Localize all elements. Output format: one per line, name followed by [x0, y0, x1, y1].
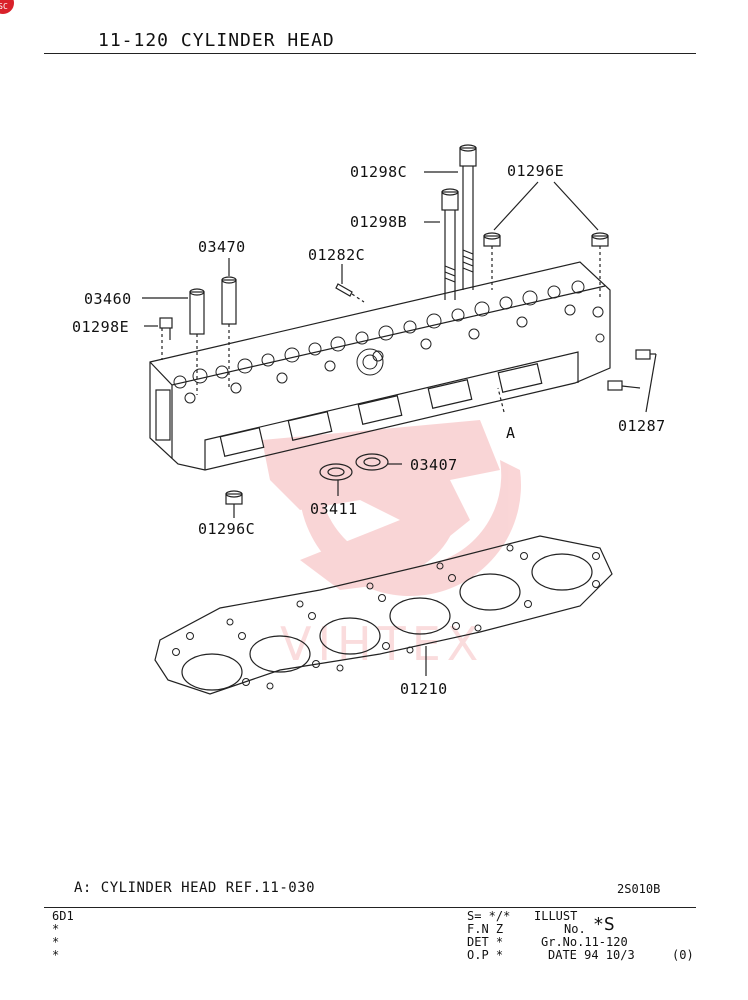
footer-mark: *	[52, 948, 60, 962]
footer-s: S= */*	[467, 909, 511, 923]
footer-model: 6D1	[52, 909, 74, 923]
label-01298E: 01298E	[72, 318, 130, 336]
label-01298B: 01298B	[350, 213, 408, 231]
seal-03411	[319, 463, 353, 481]
label-01282C: 01282C	[308, 246, 366, 264]
label-01210: 01210	[400, 680, 448, 698]
label-01287: 01287	[618, 417, 666, 435]
head-gasket-01210	[154, 535, 613, 695]
plug-01296E-left	[483, 232, 501, 290]
label-a: A	[506, 424, 516, 442]
footer-illust-label: ILLUST	[534, 909, 578, 923]
drawing-code: 2S010B	[617, 882, 661, 896]
footer-mark: *	[52, 922, 60, 936]
reference-note: A: CYLINDER HEAD REF.11-030	[74, 880, 316, 896]
watermark-text: VIHTEX	[280, 617, 484, 671]
plug-01296E-right	[591, 232, 609, 300]
seal-03407	[355, 453, 389, 471]
bolt-01298E	[159, 317, 173, 360]
label-01296E: 01296E	[507, 162, 565, 180]
footer-det: DET *	[467, 935, 504, 949]
header-rule	[44, 53, 696, 54]
label-03460: 03460	[84, 290, 132, 308]
valve-guide-03460	[189, 288, 205, 395]
bolt-01298B	[441, 188, 459, 300]
cylinder-head-block	[149, 261, 611, 471]
watermark-logo	[262, 420, 522, 597]
footer-op: O.P *	[467, 948, 504, 962]
label-03470: 03470	[198, 238, 246, 256]
footer-rev: (0)	[672, 948, 694, 962]
corner-badge: SC	[0, 0, 14, 14]
stud-01282C	[335, 283, 365, 303]
plug-01296C	[225, 490, 243, 505]
dowel-01287-bottom	[607, 380, 623, 391]
page-title: 11-120 CYLINDER HEAD	[98, 30, 335, 51]
valve-guide-03470	[221, 276, 237, 390]
footer-fnz: F.N Z	[467, 922, 504, 936]
footer-rule	[44, 907, 696, 908]
label-01298C: 01298C	[350, 163, 408, 181]
label-03407: 03407	[410, 456, 458, 474]
bolt-01298C	[459, 144, 477, 290]
footer-gr-no: Gr.No.11-120	[541, 935, 628, 949]
dowel-01287-top	[635, 349, 651, 360]
label-01296C: 01296C	[198, 520, 256, 538]
footer-mark: *	[52, 935, 60, 949]
footer-date: DATE 94 10/3	[548, 948, 635, 962]
footer-no-label: No.	[564, 922, 586, 936]
label-03411: 03411	[310, 500, 358, 518]
footer-illust-no: *S	[593, 914, 615, 935]
